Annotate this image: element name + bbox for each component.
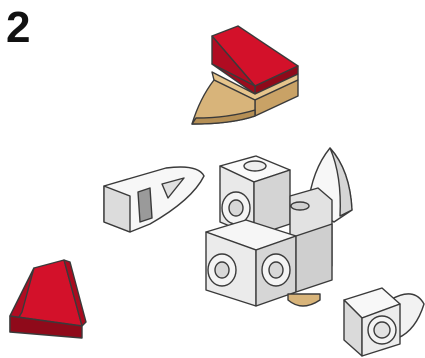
white-plate-with-round-tile: [344, 288, 424, 356]
red-slope-bottom: [10, 260, 86, 338]
white-wedge-plate-left: [104, 167, 204, 232]
